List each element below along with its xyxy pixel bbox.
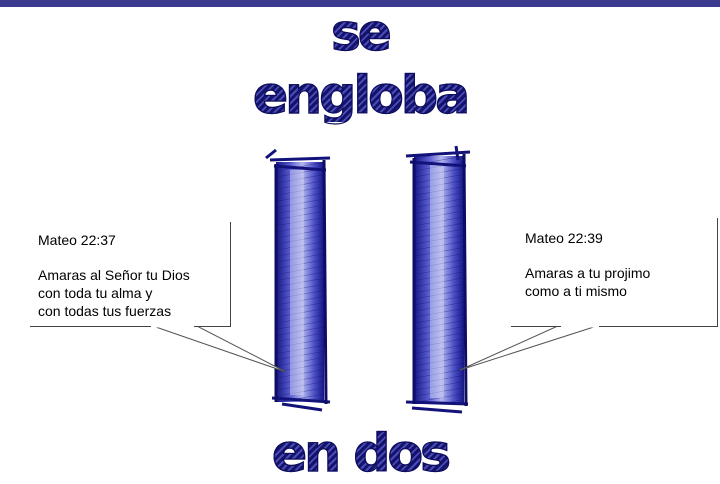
callout-left-line: con todas tus fuerzas <box>38 303 172 319</box>
callout-right-reference: Mateo 22:39 <box>525 230 603 246</box>
headline-line-3: en dos <box>0 427 720 480</box>
callout-left-line: Amaras al Señor tu Dios <box>38 267 190 283</box>
callout-left: Mateo 22:37 Amaras al Señor tu Dios con … <box>30 222 230 326</box>
headline-line-2: engloba <box>0 69 720 122</box>
pointer-right <box>459 324 601 371</box>
pointer-left <box>149 324 287 373</box>
callout-left-line: con toda tu alma y <box>38 285 153 301</box>
pillar-left <box>265 148 331 412</box>
callout-left-reference: Mateo 22:37 <box>38 232 116 248</box>
pillar-right <box>405 145 471 414</box>
callout-right: Mateo 22:39 Amaras a tu projimo como a t… <box>511 218 717 326</box>
headline-line-1: se <box>0 7 720 58</box>
top-bar <box>0 0 720 7</box>
callout-right-line: como a ti mismo <box>525 283 627 299</box>
callout-right-line: Amaras a tu projimo <box>525 265 651 281</box>
